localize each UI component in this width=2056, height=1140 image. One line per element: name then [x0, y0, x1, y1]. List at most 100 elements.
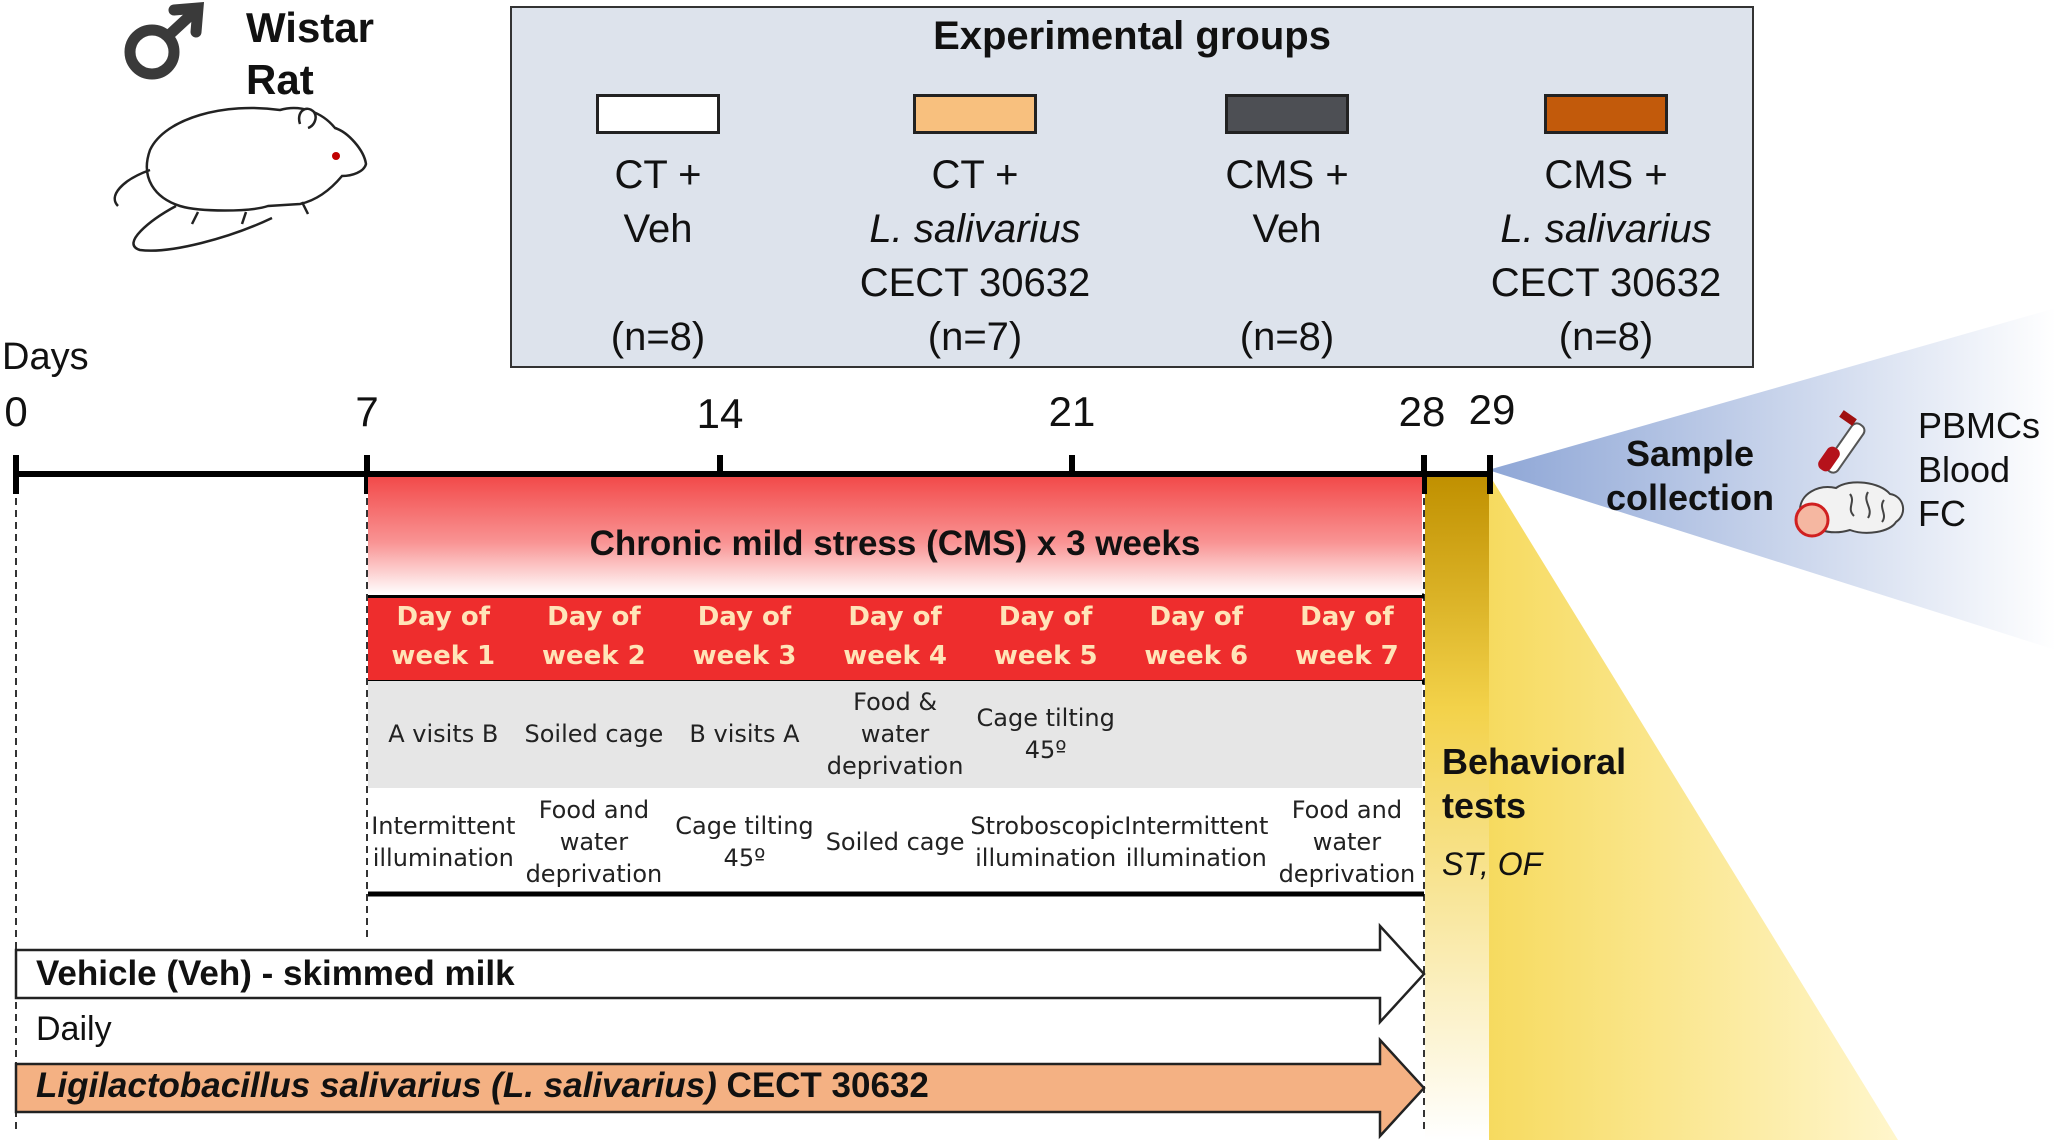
sample-item-pbmcs: PBMCs	[1918, 405, 2041, 446]
rat-icon	[113, 106, 368, 252]
group-label-l3: CECT 30632	[859, 261, 1091, 305]
vehicle-arrow	[14, 922, 1426, 1026]
cms-stressor-row-1-bg	[368, 681, 1422, 788]
stressor-line: illumination	[372, 844, 514, 872]
week-cell-line: week 4	[843, 641, 947, 671]
week-cell-line: week 5	[993, 641, 1098, 671]
stressor-cell: A visits B	[368, 718, 519, 750]
week-cell-line: Day of	[396, 602, 491, 632]
behavioral-tests-list: ST, OF	[1442, 846, 1543, 882]
stressor-cell: Cage tilting 45º	[970, 702, 1121, 766]
stressor-line: illumination	[1125, 844, 1267, 872]
sample-item-fc: FC	[1918, 493, 1966, 534]
group-label-l1: CT +	[614, 153, 702, 197]
stressor-cell: Food & water deprivation	[820, 686, 971, 782]
week-cell-line: week 6	[1144, 641, 1249, 671]
stressor-line: water	[860, 720, 930, 748]
tick-label-28: 28	[1398, 388, 1446, 435]
tick-label-7: 7	[355, 388, 379, 435]
behavioral-tests-cone	[1425, 476, 1898, 1140]
stressor-line: A visits B	[388, 720, 499, 748]
stressor-line: 45º	[1024, 736, 1067, 764]
stressor-cell: Intermittent illumination	[1121, 810, 1272, 874]
week-cell: Day of week 6	[1121, 598, 1272, 680]
group-swatch	[1544, 94, 1668, 134]
stressor-cell: Food and water deprivation	[1272, 794, 1423, 890]
stressor-cell: Stroboscopic illumination	[970, 810, 1125, 874]
lsal-label-italic: Ligilactobacillus salivarius (L. salivar…	[36, 1066, 717, 1105]
sample-types-list: PBMCs Blood FC	[1918, 404, 2040, 536]
sample-item-blood: Blood	[1918, 449, 2011, 490]
stressor-line: Food and	[538, 796, 650, 824]
cms-banner	[368, 477, 1422, 595]
stressor-line: 45º	[723, 844, 766, 872]
behavioral-tests-line2: tests	[1442, 785, 1527, 826]
sample-collection-cone	[1488, 308, 2056, 650]
group-label-l2: L. salivarius	[869, 207, 1081, 251]
stressor-cell: Intermittent illumination	[368, 810, 519, 874]
animal-strain: Wistar	[246, 4, 374, 51]
week-cell-line: week 7	[1295, 641, 1399, 671]
stressor-line: deprivation	[1278, 860, 1416, 888]
stressor-line: Intermittent	[371, 812, 516, 840]
stressor-line: illumination	[975, 844, 1117, 872]
group-swatch	[596, 94, 720, 134]
stressor-cell: B visits A	[669, 718, 820, 750]
experimental-groups-title: Experimental groups	[933, 14, 1331, 58]
tick-label-21: 21	[1048, 388, 1096, 435]
group-label-l3: CECT 30632	[1490, 261, 1722, 305]
tick-label-14: 14	[696, 390, 744, 437]
group-label-l1: CMS +	[1225, 153, 1349, 197]
week-cell-line: Day of	[1149, 602, 1244, 632]
stressor-line: Soiled cage	[825, 828, 965, 856]
group-label-l2: Veh	[1252, 207, 1322, 251]
lsal-label-strain: CECT 30632	[716, 1066, 929, 1105]
days-axis-label: Days	[2, 336, 89, 378]
behavioral-tests-band	[1425, 476, 1489, 1140]
group-label-n: (n=7)	[927, 315, 1023, 359]
behavioral-tests-line1: Behavioral	[1442, 741, 1627, 782]
group-label-l2: L. salivarius	[1500, 207, 1712, 251]
week-cell-line: week 2	[542, 641, 646, 671]
stressor-line: Food &	[853, 688, 938, 716]
cms-title: Chronic mild stress (CMS) x 3 weeks	[589, 524, 1201, 563]
week-cell-line: week 3	[692, 641, 797, 671]
daily-label: Daily	[36, 1010, 112, 1048]
stressor-line: deprivation	[826, 752, 964, 780]
tick-label-0: 0	[4, 388, 28, 435]
stressor-cell: Food and water deprivation	[519, 794, 670, 890]
stressor-line: Intermittent	[1124, 812, 1269, 840]
week-cell-line: Day of	[998, 602, 1093, 632]
group-swatch	[1225, 94, 1349, 134]
group-label-n: (n=8)	[1558, 315, 1654, 359]
stressor-line: deprivation	[525, 860, 663, 888]
sample-collection-label: Sample collection	[1606, 432, 1774, 520]
blood-tube-icon	[1818, 410, 1866, 474]
animal-species: Rat	[246, 56, 314, 103]
stressor-line: water	[1312, 828, 1382, 856]
experimental-groups-panel	[510, 6, 1754, 368]
sample-collection-line1: Sample	[1625, 433, 1755, 474]
group-label-l2: Veh	[623, 207, 693, 251]
stressor-line: Soiled cage	[524, 720, 664, 748]
stressor-line: water	[559, 828, 629, 856]
stressor-line: Cage tilting	[976, 704, 1115, 732]
lsal-label: Ligilactobacillus salivarius (L. salivar…	[36, 1066, 929, 1106]
stressor-line: Cage tilting	[675, 812, 814, 840]
behavioral-tests-label: Behavioral tests	[1442, 740, 1626, 828]
lsal-arrow	[14, 1036, 1426, 1140]
tick-label-29: 29	[1468, 386, 1516, 433]
group-label-n: (n=8)	[1239, 315, 1335, 359]
stressor-line: Food and	[1291, 796, 1403, 824]
stressor-cell: Cage tilting 45º	[669, 810, 820, 874]
group-label-n: (n=8)	[610, 315, 706, 359]
stressor-line: Stroboscopic	[970, 812, 1125, 840]
group-swatch	[913, 94, 1037, 134]
sample-collection-line2: collection	[1606, 477, 1775, 518]
brain-icon	[1794, 481, 1905, 538]
